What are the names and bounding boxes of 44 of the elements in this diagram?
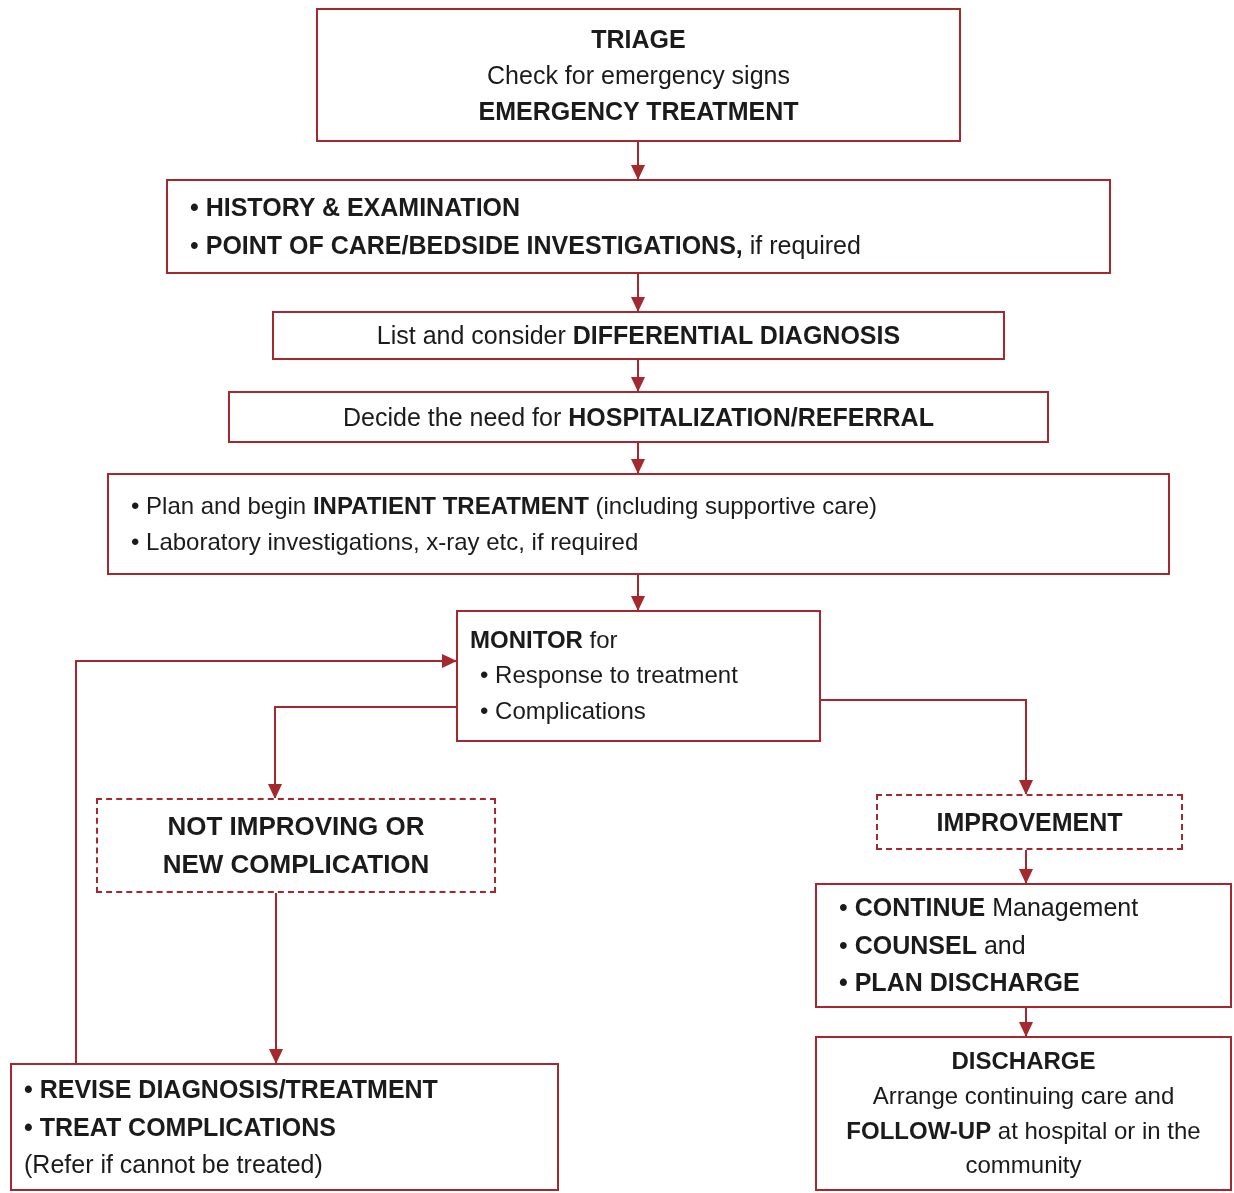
- node-text: DISCHARGE: [951, 1045, 1096, 1076]
- bullet-item: • CONTINUE Management: [839, 892, 1140, 924]
- process-box: [272, 311, 1005, 360]
- node-text: IMPROVEMENT: [936, 806, 1123, 838]
- arrow: [820, 699, 1033, 795]
- process-box: [107, 473, 1170, 575]
- node-text: NOT IMPROVING OR NEW COMPLICATION: [161, 809, 431, 881]
- bullet-item: • REVISE DIAGNOSIS/TREATMENT: [24, 1074, 439, 1106]
- bullet-item: • COUNSEL and: [839, 929, 1027, 961]
- bullet-item: • Complications: [480, 696, 647, 727]
- arrow: [631, 574, 645, 611]
- outcome-box: [876, 794, 1183, 850]
- arrow: [269, 892, 283, 1064]
- process-box: [815, 1036, 1232, 1191]
- bullet-item: • Laboratory investigations, x-ray etc, if required: [131, 527, 640, 557]
- arrow: [631, 359, 645, 392]
- process-box: [316, 8, 961, 142]
- bullet-item: • Plan and begin INPATIENT TREATMENT (including supportive care): [131, 491, 878, 521]
- node-text: (Refer if cannot be treated): [24, 1149, 324, 1181]
- arrow: [1019, 849, 1033, 884]
- node-text: MONITOR for: [470, 624, 619, 655]
- arrow: [268, 706, 457, 799]
- node-text: Decide the need for HOSPITALIZATION/REFERRAL: [343, 401, 934, 433]
- node-text: TRIAGE: [591, 23, 686, 55]
- arrow: [631, 442, 645, 474]
- bullet-item: • Response to treatment: [480, 660, 739, 691]
- process-box: [166, 179, 1111, 274]
- node-text: Check for emergency signs: [487, 59, 790, 91]
- node-text: EMERGENCY TREATMENT: [478, 96, 799, 128]
- process-box: [10, 1063, 559, 1191]
- bullet-item: • TREAT COMPLICATIONS: [24, 1111, 337, 1143]
- bullet-item: • HISTORY & EXAMINATION: [190, 192, 522, 223]
- bullet-item: • PLAN DISCHARGE: [839, 967, 1081, 999]
- node-text: List and consider DIFFERENTIAL DIAGNOSIS: [376, 320, 901, 352]
- arrow: [631, 273, 645, 312]
- bullet-item: • POINT OF CARE/BEDSIDE INVESTIGATIONS, if required: [190, 229, 862, 261]
- arrow: [75, 654, 457, 1064]
- arrow: [1019, 1007, 1033, 1037]
- process-box: [815, 883, 1232, 1008]
- node-text: Arrange continuing care and FOLLOW-UP at hospital or in the community: [845, 1080, 1202, 1181]
- outcome-box: [96, 798, 496, 893]
- process-box: [456, 610, 821, 742]
- arrow: [631, 141, 645, 180]
- process-box: [228, 391, 1049, 443]
